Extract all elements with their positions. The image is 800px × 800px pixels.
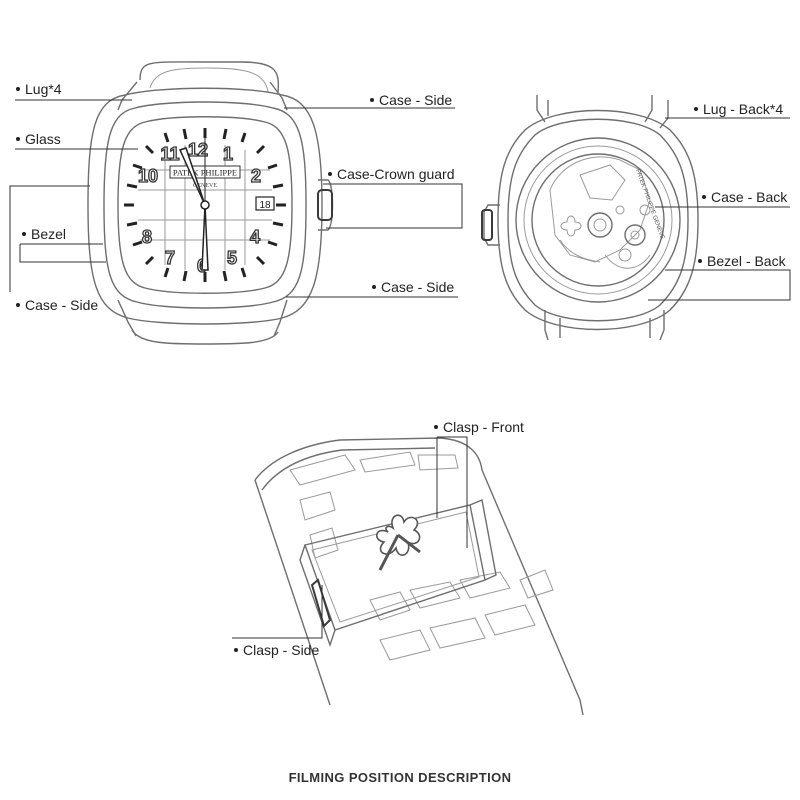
bullet-icon bbox=[698, 259, 702, 264]
watch-back-view: PATEK PHILIPPE GENEVE bbox=[481, 95, 699, 341]
label-text: Case - Side bbox=[381, 279, 455, 295]
footer-title: FILMING POSITION DESCRIPTION bbox=[288, 770, 512, 785]
watch-front-view: 12 1 2 4 5 6 7 8 10 11 PATEK PHILIPPE GE… bbox=[87, 61, 334, 345]
label-text: Clasp - Side bbox=[243, 642, 320, 658]
label-text: Case - Side bbox=[379, 92, 453, 108]
calatrava-cross-icon bbox=[376, 514, 421, 571]
numeral-10: 10 bbox=[138, 166, 158, 186]
label-text: Case - Back bbox=[711, 189, 788, 205]
label-case-side-left: Case - Side bbox=[16, 297, 98, 313]
label-bezel-back: Bezel - Back bbox=[698, 253, 786, 269]
leader-lines bbox=[9, 99, 791, 639]
numeral-1: 1 bbox=[223, 144, 233, 164]
label-case-back: Case - Back bbox=[702, 189, 787, 205]
label-clasp-side: Clasp - Side bbox=[234, 642, 319, 658]
label-text: Bezel - Back bbox=[707, 253, 786, 269]
label-lug-back: Lug - Back*4 bbox=[694, 101, 783, 117]
numeral-7: 7 bbox=[165, 248, 175, 268]
bullet-icon bbox=[434, 425, 438, 430]
bullet-icon bbox=[16, 137, 20, 142]
bullet-icon bbox=[328, 172, 332, 177]
label-text: Lug*4 bbox=[25, 81, 62, 97]
label-text: Case-Crown guard bbox=[337, 166, 455, 182]
dial-ticks bbox=[124, 128, 286, 282]
label-glass: Glass bbox=[16, 131, 61, 147]
bullet-icon bbox=[22, 232, 26, 237]
label-lug-front: Lug*4 bbox=[16, 81, 62, 97]
bullet-icon bbox=[694, 107, 698, 112]
numeral-11: 11 bbox=[160, 144, 179, 164]
numeral-8: 8 bbox=[142, 227, 152, 247]
numeral-2: 2 bbox=[251, 166, 261, 186]
strap-pattern bbox=[289, 451, 554, 661]
movement bbox=[549, 156, 651, 269]
bullet-icon bbox=[370, 98, 374, 103]
label-bezel: Bezel bbox=[22, 226, 66, 242]
label-text: Glass bbox=[25, 131, 61, 147]
bullet-icon bbox=[234, 648, 238, 653]
numeral-5: 5 bbox=[227, 248, 237, 268]
watch-hands bbox=[178, 128, 210, 271]
clasp-view bbox=[254, 437, 584, 716]
label-text: Case - Side bbox=[25, 297, 99, 313]
label-crown-guard: Case-Crown guard bbox=[328, 166, 455, 182]
numeral-4: 4 bbox=[250, 227, 260, 247]
label-text: Clasp - Front bbox=[443, 419, 524, 435]
label-text: Bezel bbox=[31, 226, 67, 242]
bullet-icon bbox=[16, 303, 20, 308]
label-text: Lug - Back*4 bbox=[703, 101, 784, 117]
bullet-icon bbox=[372, 285, 376, 290]
bullet-icon bbox=[16, 87, 20, 92]
bullet-icon bbox=[702, 195, 706, 200]
label-clasp-front: Clasp - Front bbox=[434, 419, 524, 435]
numeral-12: 12 bbox=[188, 140, 208, 160]
date-window: 18 bbox=[259, 200, 271, 211]
label-case-side-bottom: Case - Side bbox=[372, 279, 454, 295]
label-case-side-top: Case - Side bbox=[370, 92, 452, 108]
